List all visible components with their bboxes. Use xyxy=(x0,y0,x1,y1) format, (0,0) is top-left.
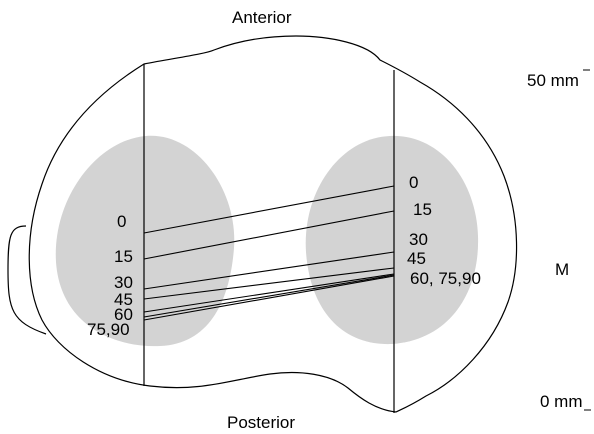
scale-bottom-label: 0 mm xyxy=(540,392,583,411)
side-label: M xyxy=(555,260,569,279)
anterior-label: Anterior xyxy=(232,8,292,27)
left-tab-outline xyxy=(7,225,47,335)
angle-line-90 xyxy=(143,275,395,321)
right-angle-label-30: 30 xyxy=(409,230,428,249)
left-angle-label-45: 45 xyxy=(114,290,133,309)
angle-line-75 xyxy=(143,274,395,318)
posterior-label: Posterior xyxy=(227,413,295,432)
right-angle-label-45: 45 xyxy=(407,249,426,268)
angle-line-60 xyxy=(143,273,395,313)
scale-top-label: 50 mm xyxy=(527,71,579,90)
left-angle-label-30: 30 xyxy=(114,273,133,292)
right-angle-label-15: 15 xyxy=(413,200,432,219)
left-angle-label-15: 15 xyxy=(114,247,133,266)
angle-line-15 xyxy=(143,210,395,260)
left-angle-label-0: 0 xyxy=(117,212,126,231)
right-angle-label-60-75-90: 60, 75,90 xyxy=(410,269,481,288)
angle-line-30 xyxy=(143,251,395,290)
left-angle-label-60: 60 xyxy=(114,305,133,324)
lateral-contact-area xyxy=(305,135,479,345)
angle-line-0 xyxy=(143,185,395,234)
right-angle-label-0: 0 xyxy=(409,173,418,192)
left-angle-label-75-90: 75,90 xyxy=(87,320,130,339)
angle-line-45 xyxy=(143,267,395,300)
